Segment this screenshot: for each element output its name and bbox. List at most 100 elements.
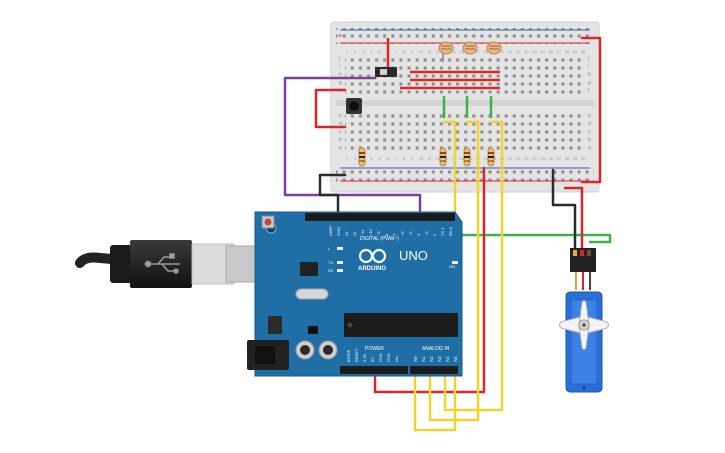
voltage-regulator — [268, 316, 282, 334]
resistor-4[interactable] — [487, 147, 495, 167]
analog-pin-label: A0 — [413, 356, 418, 362]
column-number-top: 27 — [557, 49, 562, 54]
resistor-3[interactable] — [463, 147, 471, 167]
column-number-top: 20 — [500, 49, 505, 54]
wire-red-rail-right — [580, 36, 602, 184]
row-letter-bottom: e — [339, 113, 342, 119]
digital-pin-label: TX 1 — [440, 227, 445, 236]
column-number-top: 17 — [476, 49, 481, 54]
column-number-top: 18 — [484, 49, 489, 54]
photoresistor-3[interactable] — [486, 41, 502, 55]
column-number-top: 4 — [370, 49, 373, 54]
row-letter-bottom-right: b — [588, 137, 591, 143]
wire-red-button — [314, 88, 347, 129]
photoresistor-1[interactable] — [438, 41, 454, 62]
led-label: RX — [328, 268, 334, 273]
power-pin-label: GND — [386, 353, 391, 362]
column-number-bottom: 21 — [508, 156, 513, 161]
column-number-top: 10 — [419, 49, 424, 54]
column-number-bottom: 24 — [532, 156, 537, 161]
usb-plug-icon — [110, 245, 135, 283]
analog-pin-label: A5 — [453, 356, 458, 362]
photoresistor-2[interactable] — [462, 41, 478, 55]
column-number-top: 8 — [403, 49, 406, 54]
wire-yellow-a1 — [428, 120, 480, 422]
power-header[interactable] — [340, 366, 408, 374]
power-pin-label: GND — [378, 353, 383, 362]
row-letter-bottom-right: a — [588, 145, 591, 151]
arduino-infinity-logo-icon — [358, 248, 387, 264]
analog-pin-label: A2 — [429, 356, 434, 362]
column-number-bottom: 18 — [484, 156, 489, 161]
green-jumpers[interactable] — [442, 96, 493, 118]
rail-plus-label: + — [338, 33, 342, 40]
power-pin-label: 3.3V — [362, 353, 367, 362]
power-pin-label: RESET — [354, 348, 359, 362]
breadboard[interactable]: jjiihhggffeeddccbbaa11223344556677889910… — [330, 21, 600, 193]
wires[interactable] — [283, 36, 612, 432]
row-letter-bottom: d — [339, 121, 342, 127]
column-number-bottom: 5 — [378, 156, 381, 161]
column-number-top: 21 — [508, 49, 513, 54]
wire-yellow-a0 — [413, 120, 457, 432]
column-number-top: 9 — [411, 49, 414, 54]
column-number-top: 1 — [346, 49, 349, 54]
column-number-bottom: 23 — [524, 156, 529, 161]
wire-purple — [283, 76, 422, 222]
top-power-rail[interactable] — [336, 28, 594, 44]
column-number-top: 29 — [573, 49, 578, 54]
row-letter-top-right: h — [588, 72, 591, 78]
column-number-bottom: 12 — [435, 156, 440, 161]
bottom-terminal-strip[interactable] — [345, 112, 585, 152]
row-letter-top-right: f — [588, 88, 590, 94]
column-number-bottom: 28 — [565, 156, 570, 161]
digital-header[interactable] — [305, 213, 455, 221]
power-pin-label: 5V — [370, 357, 375, 362]
digital-pin-label: 7 — [392, 233, 397, 236]
column-number-top: 25 — [540, 49, 545, 54]
servo-motor[interactable] — [559, 248, 609, 393]
breadboard-row-labels: jjiihhggffeeddccbbaa11223344556677889910… — [338, 49, 591, 161]
digital-header-label: DIGITAL (PWM~) — [360, 236, 399, 242]
column-number-top: 26 — [549, 49, 554, 54]
column-number-bottom: 22 — [516, 156, 521, 161]
analog-header-label: ANALOG IN — [422, 346, 450, 352]
digital-pin-label: 13 — [344, 231, 349, 236]
column-number-bottom: 6 — [387, 156, 390, 161]
digital-pin-label: AREF — [328, 225, 333, 236]
digital-pin-label: 4 — [416, 233, 421, 236]
led-rx — [337, 269, 343, 272]
bottom-power-rail[interactable] — [336, 166, 594, 182]
digital-pin-label: 2 — [432, 233, 437, 236]
push-button[interactable] — [346, 98, 362, 114]
column-number-top: 3 — [362, 49, 365, 54]
resistor-2[interactable] — [439, 147, 447, 167]
row-letter-top: i — [339, 64, 340, 70]
row-letter-top-right: j — [587, 56, 589, 62]
red-jumpers[interactable] — [386, 38, 500, 90]
column-number-top: 23 — [524, 49, 529, 54]
usb-cable[interactable] — [75, 240, 257, 288]
column-number-top: 22 — [516, 49, 521, 54]
column-number-top: 5 — [378, 49, 381, 54]
column-number-top: 12 — [435, 49, 440, 54]
column-number-bottom: 26 — [549, 156, 554, 161]
atmega-chip — [344, 313, 458, 337]
wire-yellow-a2 — [443, 120, 504, 412]
power-pin-label: IOREF — [346, 349, 351, 362]
analog-header[interactable] — [410, 366, 458, 374]
led-label: TX — [328, 260, 333, 265]
column-number-bottom: 25 — [540, 156, 545, 161]
slide-switch[interactable] — [375, 67, 397, 77]
led-on — [452, 261, 458, 264]
digital-pin-label: ~11 — [360, 229, 365, 236]
column-number-top: 30 — [581, 49, 586, 54]
photoresistor-group[interactable] — [438, 41, 502, 62]
resistor-1[interactable] — [358, 147, 366, 167]
